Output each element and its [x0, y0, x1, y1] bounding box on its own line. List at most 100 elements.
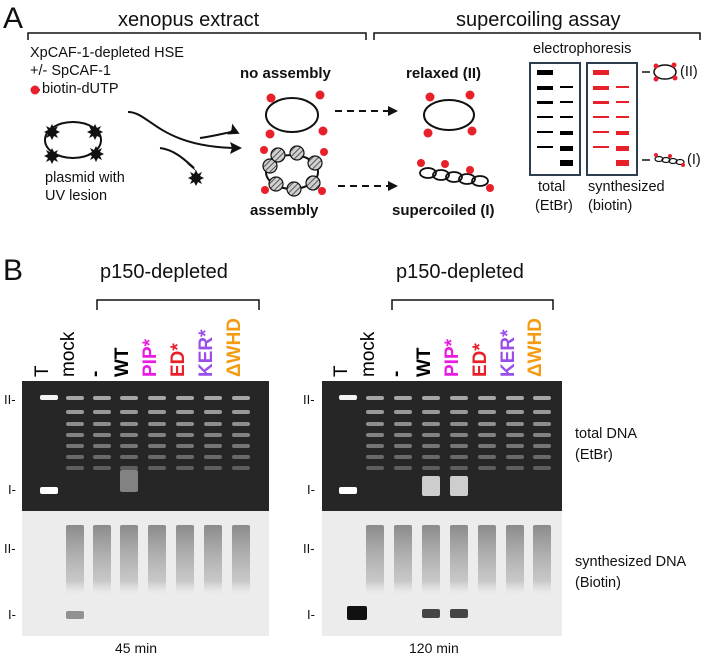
form-ii-label: (II) [680, 64, 698, 80]
condition-spcaf1: +/- SpCAF-1 [30, 63, 111, 79]
gel2-blot-marker-i: I- [307, 607, 315, 622]
gel1-topoisomer-band [120, 422, 138, 426]
gel1-marker-i: I- [8, 482, 16, 497]
gel1-topoisomer-band [148, 444, 166, 448]
form-i-icon [654, 155, 685, 166]
gel2-topoisomer-band [478, 466, 496, 470]
electrophoresis-label: electrophoresis [533, 41, 632, 57]
blot2-group-label: p150-depleted [396, 261, 524, 283]
excised-lesion-icon [188, 170, 204, 186]
gel2-topoisomer-band [506, 410, 524, 414]
gel2-topoisomer-band [422, 396, 440, 400]
gel1-topoisomer-band [93, 466, 111, 470]
blot1-lane-label-2: - [85, 370, 106, 377]
condition-biotin-dutp: biotin-dUTP [42, 81, 119, 97]
gel1-topoisomer-band [120, 455, 138, 459]
gel1-topoisomer-band [148, 396, 166, 400]
blot2-lane-label-7: ΔWHD [525, 317, 546, 377]
gel1-topoisomer-band [176, 422, 194, 426]
gel1-blot-marker-ii: II- [4, 541, 16, 556]
gel2-topoisomer-band [450, 455, 468, 459]
gel2-topoisomer-band [533, 422, 551, 426]
synthesized-label-line2: (biotin) [588, 198, 633, 214]
blot1-lane-label-0: T [32, 365, 53, 377]
gel1-topoisomer-band [176, 466, 194, 470]
gel2-topoisomer-band [450, 422, 468, 426]
gel1-blot-marker-i: I- [8, 607, 16, 622]
relaxed-dna-icon [423, 90, 477, 138]
gel1-topoisomer-band [232, 410, 250, 414]
gel1-blot-smear [93, 525, 111, 595]
gel2-topoisomer-band [366, 444, 384, 448]
gel1-marker-ii: II- [4, 392, 16, 407]
gel2-topoisomer-band [366, 410, 384, 414]
gel2-topoisomer-band [450, 444, 468, 448]
gel1-blot-smear [204, 525, 222, 595]
gel2-topoisomer-band [394, 396, 412, 400]
supercoiled-dna-icon [419, 167, 489, 187]
gel2-topoisomer-band [422, 422, 440, 426]
gel2-topoisomer-band [394, 410, 412, 414]
gel1-topoisomer-band [93, 455, 111, 459]
gel1-topoisomer-band [148, 433, 166, 437]
gel1-topoisomer-band [176, 396, 194, 400]
section-title-xenopus-extract: xenopus extract [118, 9, 260, 31]
gel1-topoisomer-band [93, 410, 111, 414]
section-title-supercoiling-assay: supercoiling assay [456, 9, 621, 31]
gel1-topoisomer-band [148, 466, 166, 470]
gel2-topoisomer-band [450, 466, 468, 470]
gel2-topoisomer-band [533, 433, 551, 437]
gel2-topoisomer-band [450, 410, 468, 414]
gel1-marker-band-ii [40, 395, 58, 400]
gel2-blot-smear [366, 525, 384, 595]
gel2-topoisomer-band [506, 433, 524, 437]
damaged-plasmid-icon [44, 121, 104, 164]
gel1-topoisomer-band [66, 466, 84, 470]
gel1-topoisomer-band [148, 455, 166, 459]
gel2-topoisomer-band [533, 410, 551, 414]
gel2-topoisomer-band [366, 466, 384, 470]
gel-schematic-total [529, 62, 581, 176]
gel2-topoisomer-band [478, 410, 496, 414]
blot1-group-label: p150-depleted [100, 261, 228, 283]
gel2-topoisomer-band [450, 396, 468, 400]
total-label-line1: total [538, 179, 566, 195]
gel1-topoisomer-band [176, 433, 194, 437]
relaxed-label: relaxed (II) [406, 65, 482, 82]
gel1-topoisomer-band [204, 396, 222, 400]
gel1-synth-biotin [22, 511, 269, 636]
gel2-topoisomer-band [366, 455, 384, 459]
gel2-blot-smear [506, 525, 524, 595]
naked-plasmid-icon [265, 90, 328, 139]
total-label-line2: (EtBr) [535, 198, 573, 214]
gel2-topoisomer-band [533, 466, 551, 470]
blot2-lane-label-3: WT [414, 347, 435, 377]
gel2-topoisomer-band [422, 410, 440, 414]
gel2-blot-band-i [450, 609, 468, 618]
gel1-topoisomer-band [176, 444, 194, 448]
gel1-topoisomer-band [148, 422, 166, 426]
gel2-topoisomer-band [478, 433, 496, 437]
gel1-topoisomer-band [176, 455, 194, 459]
gel1-topoisomer-band [232, 455, 250, 459]
form-i-label: (I) [687, 152, 701, 168]
gel1-blot-smear [66, 525, 84, 595]
gel1-topoisomer-band [93, 433, 111, 437]
gel1-blot-smear [232, 525, 250, 595]
gel1-topoisomer-band [204, 466, 222, 470]
gel2-marker-ii: II- [303, 392, 315, 407]
gel1-topoisomer-band [93, 396, 111, 400]
assembly-label: assembly [250, 202, 319, 219]
gel2-topoisomer-band [506, 455, 524, 459]
gel1-blot-smear [148, 525, 166, 595]
gel1-topoisomer-band [204, 422, 222, 426]
panel-letter-a: A [3, 2, 24, 35]
gel2-marker-band-ii [339, 395, 357, 400]
gel1-supercoiled-band [120, 470, 138, 492]
blot1-lane-label-5: ED* [168, 343, 189, 377]
blot1-lane-label-7: ΔWHD [224, 317, 245, 377]
blot2-lane-label-1: mock [358, 331, 379, 377]
gel2-topoisomer-band [506, 422, 524, 426]
